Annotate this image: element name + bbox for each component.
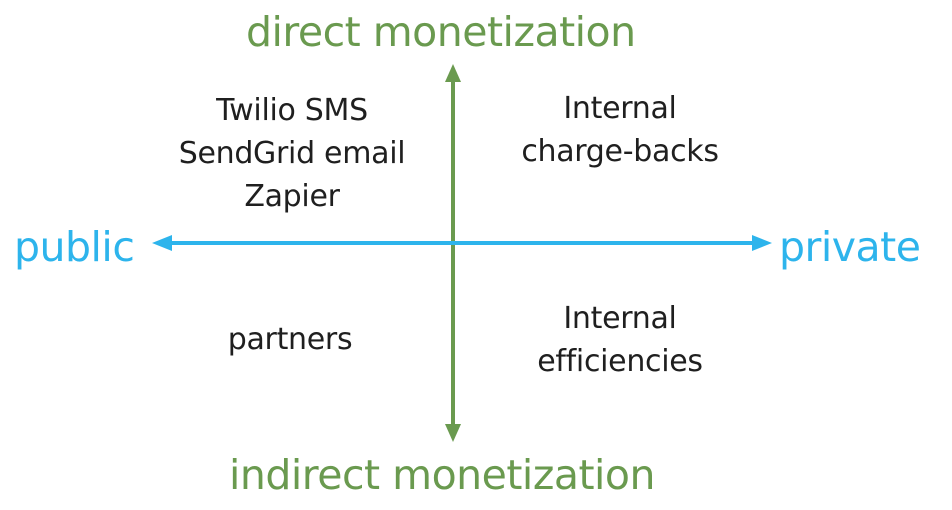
quadrant-top-left: Twilio SMS SendGrid email Zapier [142, 89, 442, 218]
quadrant-text-line: Internal [563, 301, 677, 336]
quadrant-text-line: partners [227, 322, 353, 357]
quadrant-text-line: Internal [563, 91, 677, 126]
quadrant-bottom-left: partners [190, 318, 390, 361]
arrow-right-icon [752, 235, 772, 251]
quadrant-top-right: Internal charge-backs [490, 87, 750, 173]
bottom-axis-label: indirect monetization [229, 451, 656, 499]
arrow-down-icon [445, 424, 461, 442]
top-axis-label: direct monetization [246, 8, 636, 56]
quadrant-text-line: charge-backs [521, 134, 719, 169]
quadrant-text-line: SendGrid email [178, 136, 406, 171]
quadrant-text-line: Zapier [244, 179, 340, 214]
quadrant-text-line: efficiencies [537, 344, 703, 379]
quadrant-text-line: Twilio SMS [216, 93, 368, 128]
quadrant-bottom-right: Internal efficiencies [490, 297, 750, 383]
right-axis-label: private [779, 223, 921, 271]
arrow-up-icon [445, 64, 461, 82]
left-axis-label: public [14, 223, 135, 271]
arrow-left-icon [152, 235, 172, 251]
